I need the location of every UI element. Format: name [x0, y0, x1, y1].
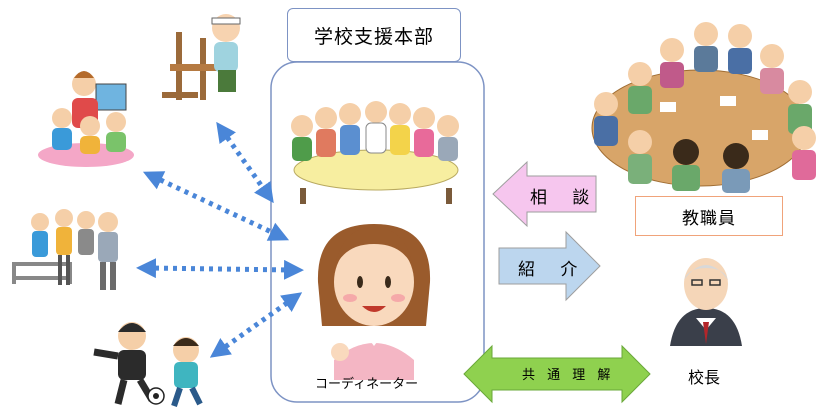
coordinator-woman-icon [317, 224, 431, 380]
principal-icon [670, 258, 742, 346]
principal-label: 校長 [688, 368, 721, 387]
coordinator-label: コーディネーター [315, 377, 419, 392]
staff-meeting-icon [591, 22, 816, 193]
staff-label: 教職員 [635, 196, 783, 236]
support-meeting-icon [291, 101, 459, 204]
introduce-arrow [498, 230, 601, 302]
arrow-to-crossing-guard [136, 258, 304, 280]
arrow-to-reading [142, 171, 290, 241]
support-headquarters-title: 学校支援本部 [287, 8, 461, 62]
arrow-to-soccer [209, 292, 303, 358]
consult-arrow-label: 相 談 [530, 188, 600, 208]
crossing-guard-icon [12, 209, 118, 290]
teacher-carpentry-icon [162, 14, 241, 100]
reading-to-children-icon [38, 71, 134, 167]
introduce-arrow-label: 紹 介 [518, 260, 588, 280]
consult-arrow [492, 160, 597, 228]
mutual-understanding-label: 共 通 理 解 [522, 368, 615, 383]
soccer-kids-icon [93, 322, 203, 407]
mutual-understanding-arrow [463, 344, 651, 404]
arrow-to-carpentry [216, 121, 274, 204]
dotted-arrows [136, 121, 304, 358]
